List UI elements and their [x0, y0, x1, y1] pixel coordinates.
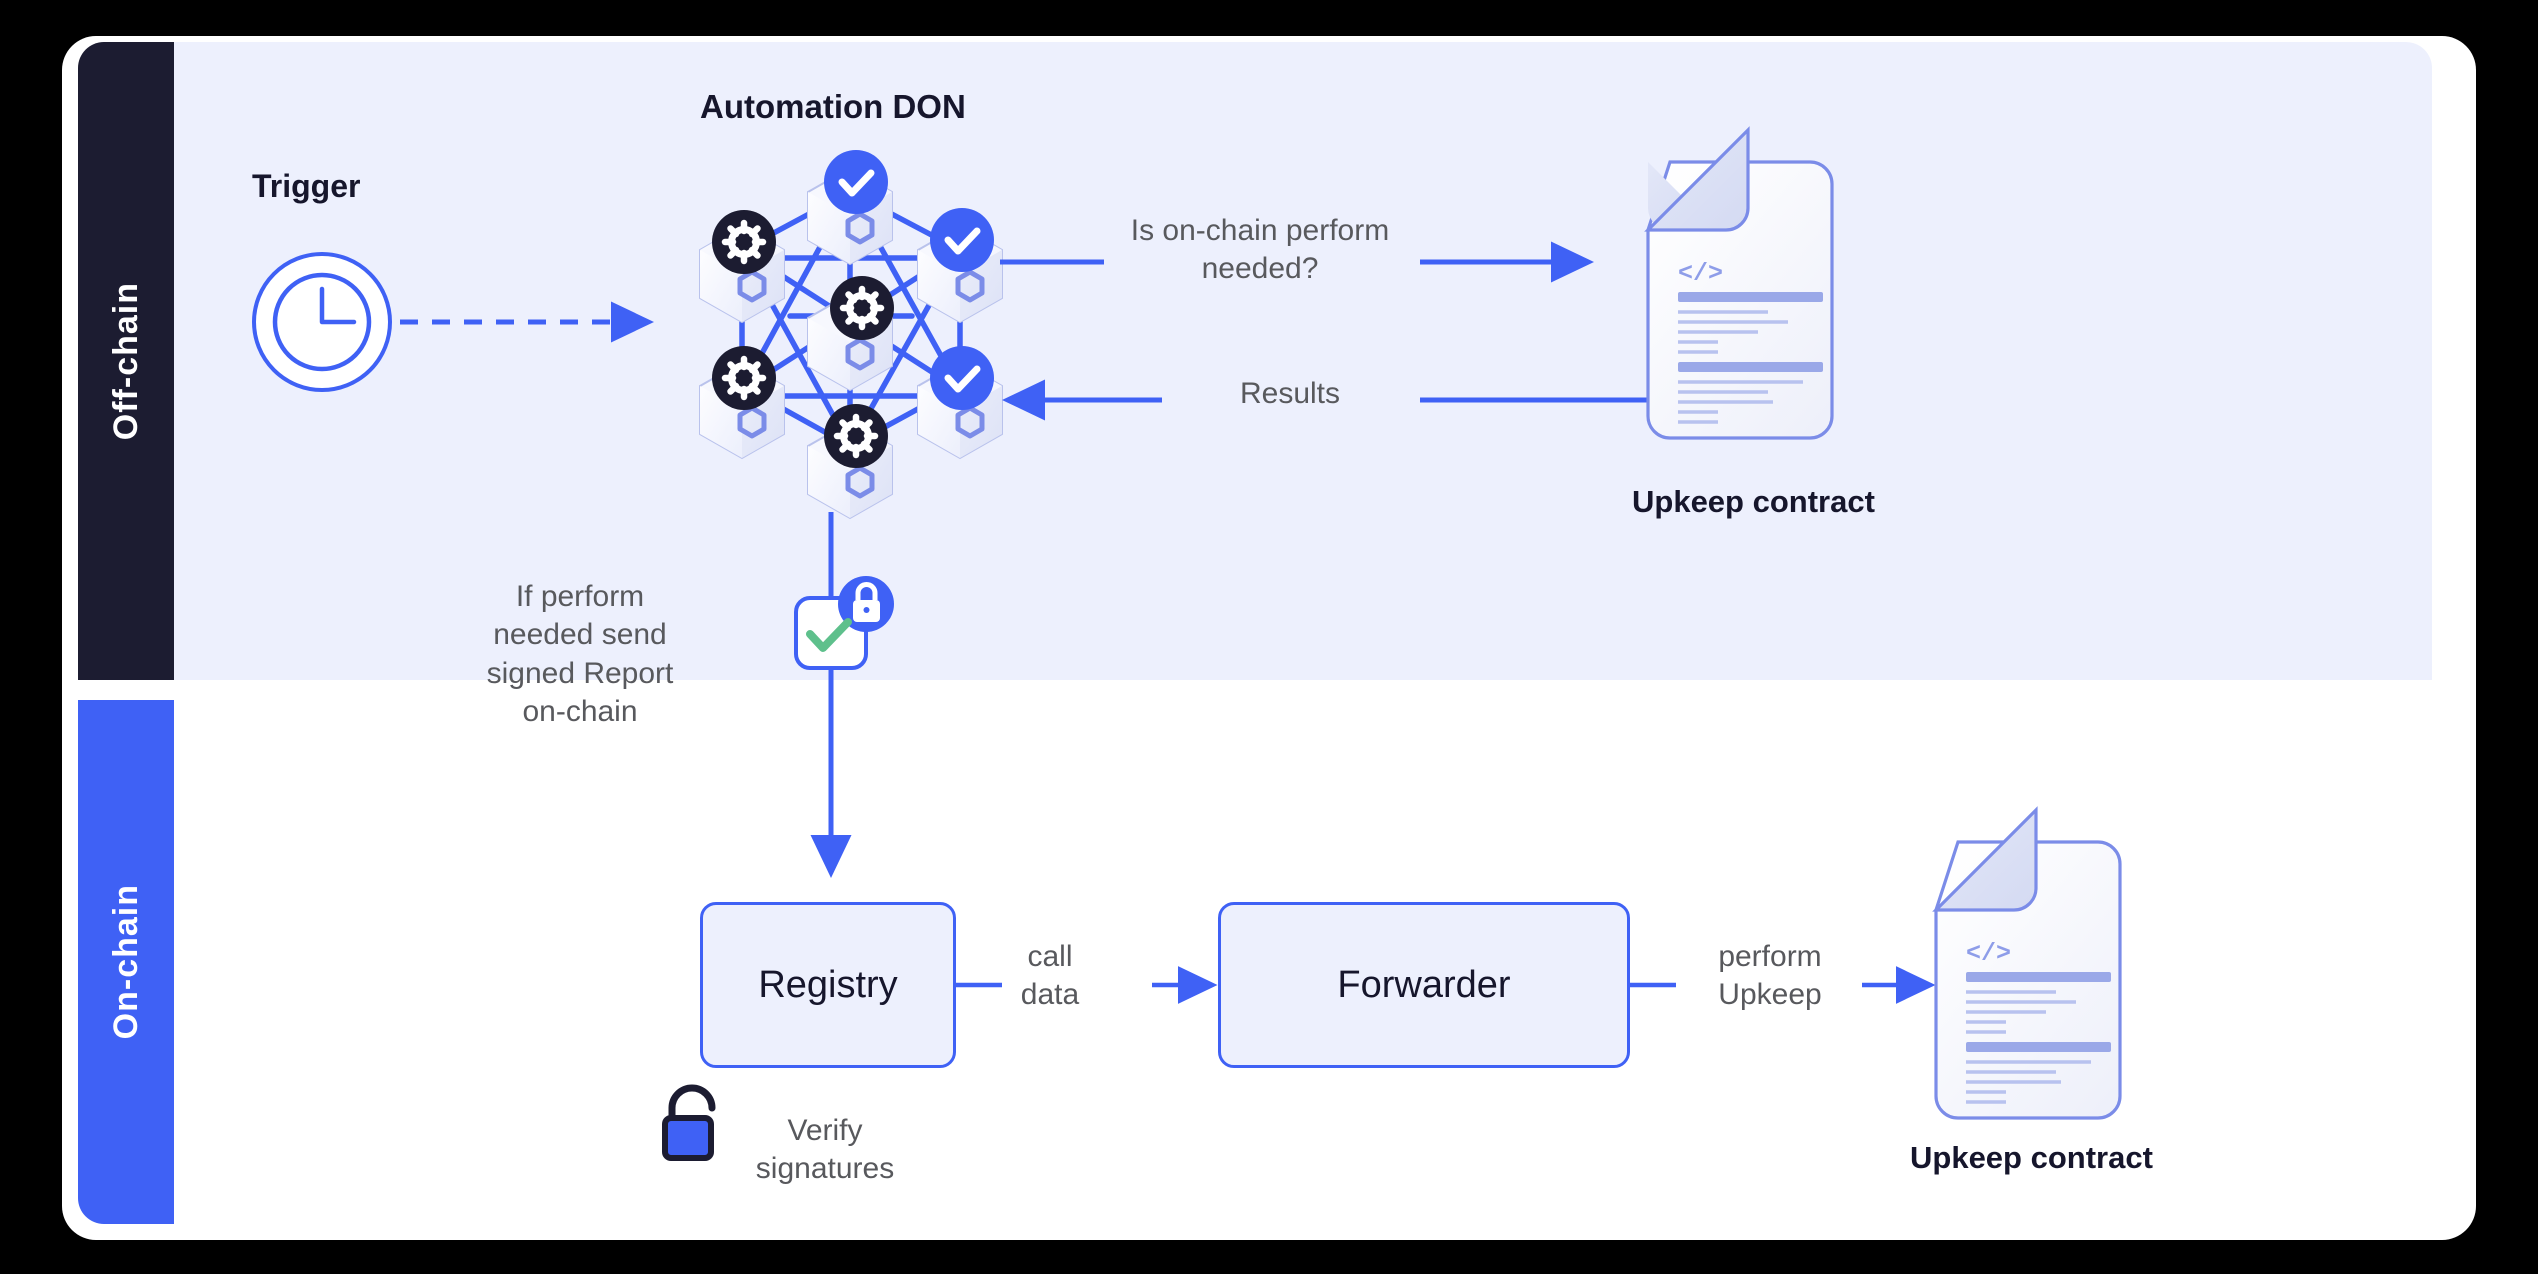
registry-box[interactable]: Registry: [700, 902, 956, 1068]
perform-upkeep-label: perform Upkeep: [1718, 940, 1822, 1012]
send-signed-report-label: If perform needed send signed Report on-…: [486, 580, 674, 729]
forwarder-box[interactable]: Forwarder: [1218, 902, 1630, 1068]
sidebar-onchain: On-chain: [78, 700, 174, 1224]
forwarder-label: Forwarder: [1337, 963, 1511, 1006]
sidebar-onchain-label: On-chain: [106, 884, 145, 1040]
sidebar-offchain: Off-chain: [78, 42, 174, 680]
trigger-outer-ring: [252, 252, 392, 392]
sidebar-offchain-label: Off-chain: [106, 281, 145, 441]
lock-closed-icon: [838, 576, 894, 632]
offchain-region-background: [170, 42, 2432, 680]
upkeep-contract-label-offchain: Upkeep contract: [1632, 484, 1875, 519]
verify-signatures-label: Verify signatures: [755, 1114, 895, 1186]
automation-don-title: Automation DON: [700, 88, 966, 125]
trigger-title: Trigger: [252, 168, 361, 204]
call-data-label: call data: [1020, 940, 1080, 1012]
results-label: Results: [1239, 377, 1341, 410]
upkeep-contract-label-onchain: Upkeep contract: [1910, 1140, 2153, 1175]
registry-label: Registry: [758, 963, 898, 1006]
is-onchain-perform-needed-label: Is on-chain perform needed?: [1130, 214, 1390, 286]
